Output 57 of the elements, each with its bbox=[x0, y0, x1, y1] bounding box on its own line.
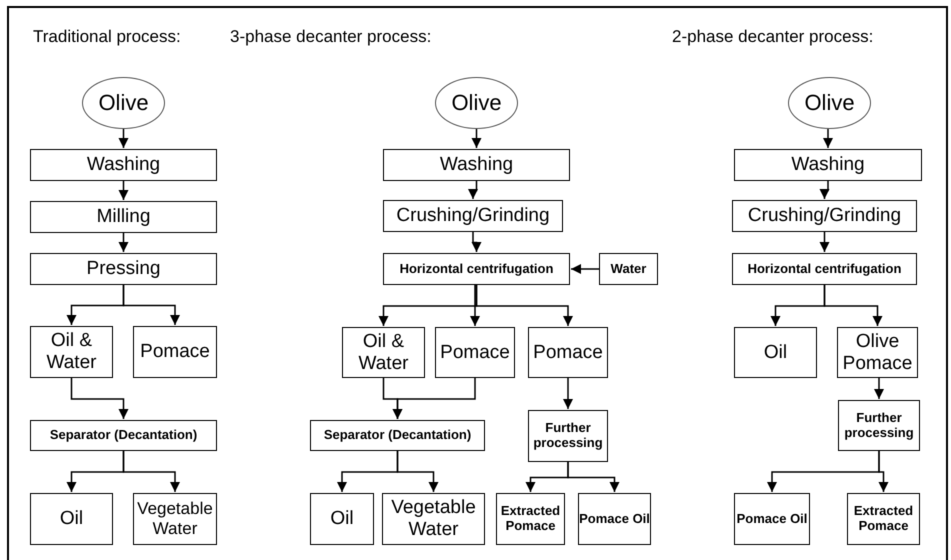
arrow bbox=[567, 462, 620, 492]
arrow bbox=[468, 181, 478, 199]
arrow bbox=[472, 232, 482, 252]
process-box: Further processing bbox=[838, 400, 920, 451]
section-heading: 2-phase decanter process: bbox=[672, 26, 874, 48]
process-box: Oil & Water bbox=[30, 326, 113, 378]
process-box: Pomace Oil bbox=[734, 493, 810, 545]
arrow bbox=[70, 378, 128, 419]
arrow bbox=[122, 451, 180, 492]
arrow bbox=[878, 451, 888, 492]
arrow bbox=[396, 451, 438, 492]
process-box: Oil bbox=[30, 493, 113, 545]
input-ellipse: Olive bbox=[788, 77, 871, 129]
process-box: Extracted Pomace bbox=[847, 493, 920, 545]
process-box: Crushing/Grinding bbox=[383, 200, 563, 232]
process-box: Washing bbox=[734, 149, 922, 181]
process-box: Olive Pomace bbox=[837, 327, 918, 378]
process-box: Pressing bbox=[30, 253, 217, 285]
arrow bbox=[563, 378, 573, 409]
arrow bbox=[392, 378, 476, 419]
arrow bbox=[820, 232, 830, 252]
process-box: Oil bbox=[310, 493, 374, 545]
arrow bbox=[874, 378, 884, 399]
arrow bbox=[476, 285, 573, 326]
process-box: Further processing bbox=[528, 410, 608, 462]
section-heading: Traditional process: bbox=[33, 26, 181, 48]
process-box: Milling bbox=[30, 201, 217, 233]
process-box: Oil bbox=[734, 327, 817, 378]
process-box: Separator (Decantation) bbox=[310, 420, 485, 451]
arrow bbox=[122, 285, 180, 325]
process-box: Pomace bbox=[528, 327, 608, 378]
arrow bbox=[571, 264, 599, 274]
arrow bbox=[470, 285, 480, 326]
process-box: Separator (Decantation) bbox=[30, 420, 217, 451]
arrow bbox=[824, 285, 882, 326]
process-box: Water bbox=[599, 253, 658, 285]
process-box: Crushing/Grinding bbox=[732, 200, 917, 232]
arrow bbox=[118, 233, 128, 252]
arrow bbox=[820, 181, 830, 199]
process-box: Vegetable Water bbox=[382, 493, 485, 545]
section-heading: 3-phase decanter process: bbox=[230, 26, 432, 48]
input-ellipse: Olive bbox=[435, 77, 518, 129]
arrow bbox=[118, 129, 128, 148]
process-box: Extracted Pomace bbox=[496, 493, 565, 545]
input-ellipse: Olive bbox=[82, 77, 165, 129]
process-box: Washing bbox=[383, 149, 570, 181]
process-box: Horizontal centrifugation bbox=[383, 253, 570, 285]
process-box: Horizontal centrifugation bbox=[732, 253, 917, 285]
process-box: Vegetable Water bbox=[133, 493, 217, 545]
process-box: Oil & Water bbox=[342, 327, 425, 378]
arrow bbox=[823, 129, 833, 148]
process-box: Pomace bbox=[435, 327, 515, 378]
arrow bbox=[118, 181, 128, 200]
process-box: Pomace bbox=[133, 326, 217, 378]
process-box: Washing bbox=[30, 149, 217, 181]
process-box: Pomace Oil bbox=[578, 493, 651, 545]
arrow bbox=[472, 129, 482, 148]
